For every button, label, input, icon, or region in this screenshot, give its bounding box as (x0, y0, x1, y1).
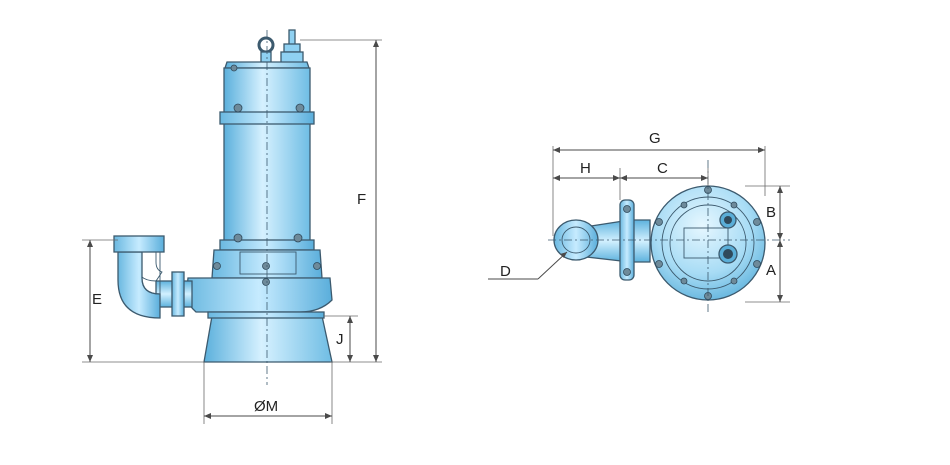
dim-label-c: C (657, 160, 668, 177)
dimension-a: A (745, 240, 790, 303)
discharge-elbow (117, 251, 161, 319)
dimension-g: G (552, 130, 766, 236)
dim-label-m: ØM (254, 398, 278, 415)
bolt-icon (623, 268, 631, 276)
cable-gland (280, 29, 304, 65)
dim-label-a: A (766, 262, 776, 279)
terminal-plate (683, 227, 729, 259)
bolt-icon (655, 260, 663, 268)
bolt-icon (262, 262, 270, 270)
top-view: G H C B (488, 130, 790, 312)
bolt-icon (680, 277, 688, 285)
bolt-icon (680, 201, 688, 209)
bolt-icon (753, 260, 761, 268)
volute (185, 277, 333, 313)
bolt-icon (753, 218, 761, 226)
dim-label-g: G (649, 130, 661, 147)
bolt-icon (230, 64, 238, 72)
dimension-j: J (324, 315, 358, 362)
dimension-m: ØM (203, 362, 333, 424)
bolt-icon (313, 262, 321, 270)
bolt-icon (233, 103, 243, 113)
pipe-flange (171, 271, 185, 317)
lifting-eye (257, 36, 275, 65)
bolt-icon (623, 205, 631, 213)
dimension-f: F (300, 39, 382, 363)
bolt-icon (233, 233, 243, 243)
dim-label-j: J (336, 331, 344, 348)
bolt-icon (213, 262, 221, 270)
bolt-icon (730, 201, 738, 209)
side-view: F E J ØM (82, 29, 382, 424)
dim-label-e: E (92, 291, 102, 308)
dim-label-b: B (766, 204, 776, 221)
base-strainer (203, 315, 333, 363)
outlet-flange (113, 235, 165, 253)
bolt-icon (730, 277, 738, 285)
bolt-icon (295, 103, 305, 113)
dimension-h: H (553, 160, 621, 200)
dimension-d: D (488, 251, 568, 280)
dimension-c: C (620, 160, 709, 186)
dimension-e: E (82, 239, 204, 363)
bolt-icon (262, 278, 270, 286)
dimension-b: B (745, 185, 790, 240)
dim-label-f: F (357, 191, 366, 208)
bolt-icon (655, 218, 663, 226)
dim-label-d: D (500, 263, 511, 280)
bolt-icon (293, 233, 303, 243)
dim-label-h: H (580, 160, 591, 177)
